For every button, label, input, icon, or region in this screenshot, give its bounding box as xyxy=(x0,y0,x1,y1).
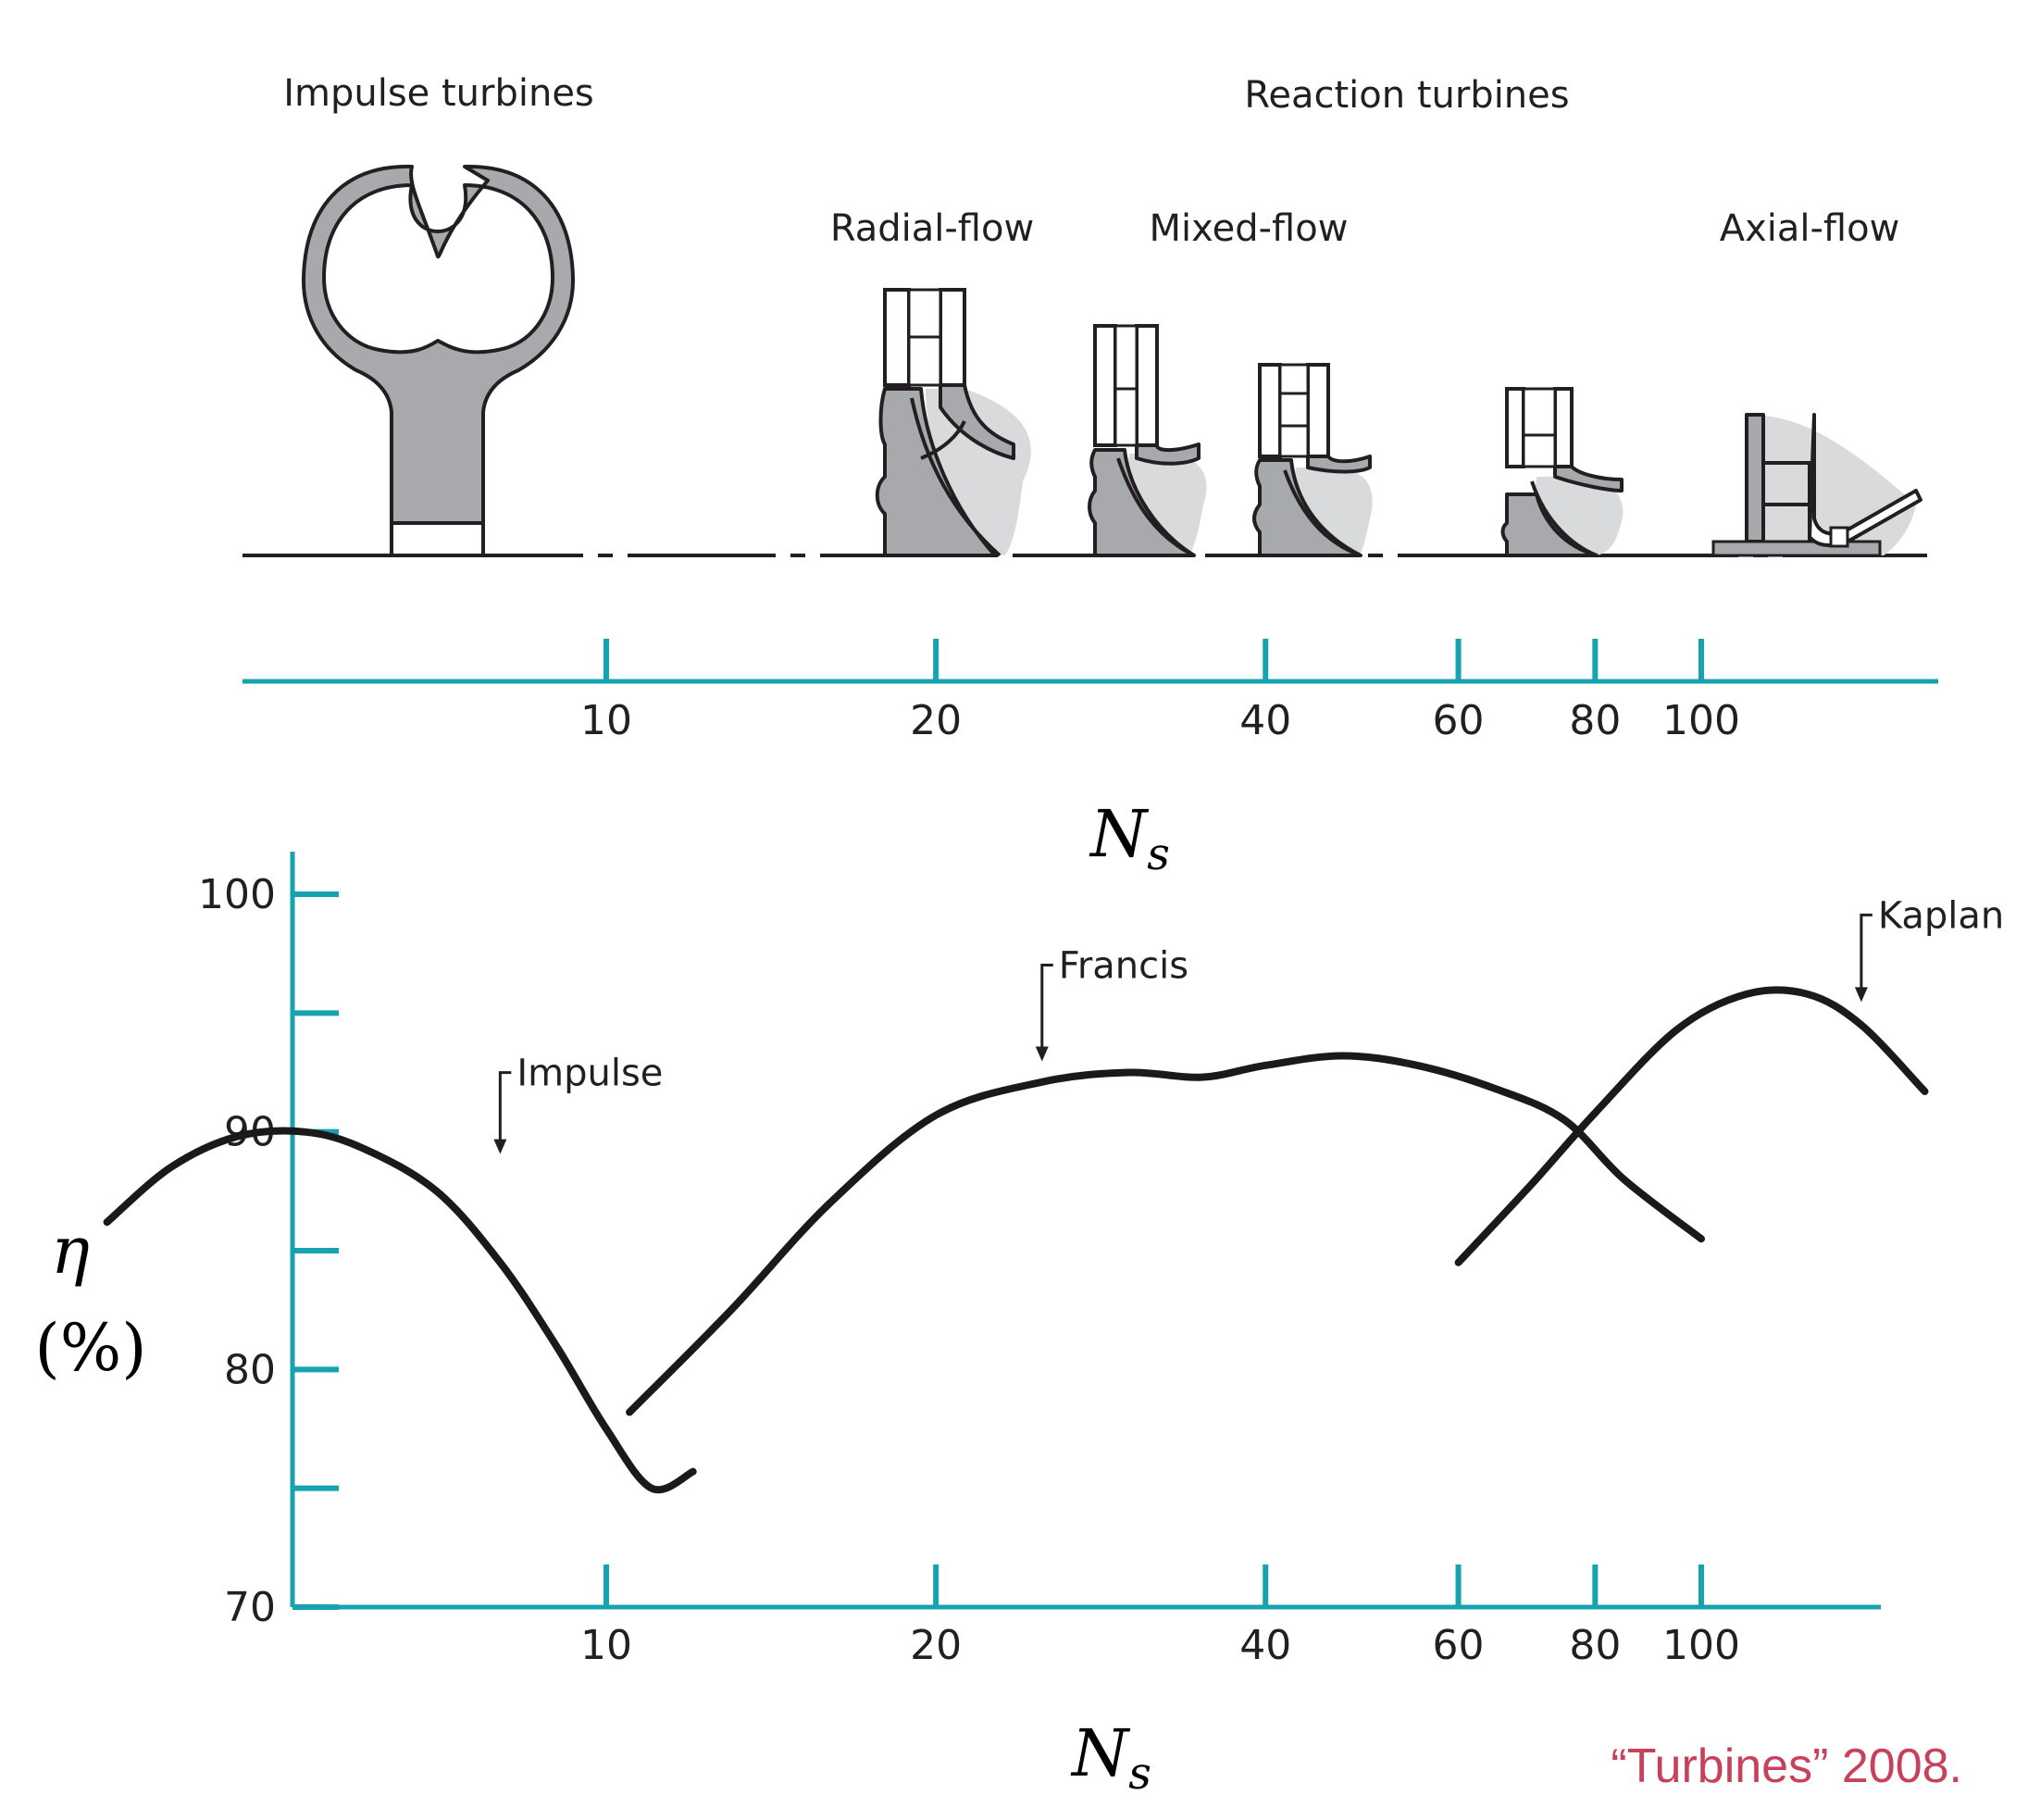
y-axis-ticks xyxy=(292,891,339,1610)
impulse-series-label: Impulse xyxy=(516,1053,663,1095)
x-axis-ticks xyxy=(603,1564,1704,1607)
impulse-callout: Impulse xyxy=(493,1053,663,1154)
y-tick-label: 70 xyxy=(224,1584,276,1631)
kaplan-curve xyxy=(1454,986,1929,1266)
source-credit: “Turbines” 2008. xyxy=(1611,1739,1962,1793)
kaplan-arrowhead xyxy=(1854,987,1868,1003)
axial-flow-runner-icon xyxy=(1711,413,1922,557)
x-axis-tick-labels: 10 20 40 60 80 100 xyxy=(580,1622,1740,1669)
x-tick-label: 100 xyxy=(1662,1622,1740,1669)
x-tick-label: 10 xyxy=(580,1622,632,1669)
x-tick-label: 40 xyxy=(1239,1622,1291,1669)
impulse-curve xyxy=(103,1127,697,1494)
reaction-turbines-title: Reaction turbines xyxy=(1244,74,1569,117)
top-tick-label: 40 xyxy=(1239,697,1291,744)
top-tick-label: 10 xyxy=(580,697,632,744)
y-axis-label-unit: (%) xyxy=(34,1310,146,1386)
mixed-flow-label: Mixed-flow xyxy=(1150,207,1349,250)
radial-flow-label: Radial-flow xyxy=(830,207,1034,250)
x-tick-label: 60 xyxy=(1433,1622,1485,1669)
impulse-arrowhead xyxy=(493,1139,507,1154)
top-axis-label-sub: s xyxy=(1147,829,1170,880)
francis-arrowhead xyxy=(1035,1046,1049,1062)
top-tick-label: 80 xyxy=(1569,697,1621,744)
y-tick-label: 100 xyxy=(198,871,276,918)
mixed-flow-runner-2-icon xyxy=(1252,363,1373,557)
x-tick-label: 80 xyxy=(1569,1622,1621,1669)
efficiency-chart: 70 80 90 100 10 20 40 60 80 100 Impulse xyxy=(34,852,2004,1800)
x-axis-label: Ns xyxy=(1070,1715,1151,1800)
top-ns-axis: 10 20 40 60 80 100 Ns xyxy=(243,639,1938,880)
mixed-flow-runner-1-icon xyxy=(1088,324,1207,557)
kaplan-callout: Kaplan xyxy=(1854,894,2004,1003)
top-tick-label: 20 xyxy=(910,697,962,744)
impulse-turbines-title: Impulse turbines xyxy=(283,72,594,115)
francis-callout-arrow xyxy=(1040,964,1053,1051)
top-axis-tick-labels: 10 20 40 60 80 100 xyxy=(580,697,1740,744)
y-tick-label: 80 xyxy=(224,1346,276,1393)
axial-flow-label: Axial-flow xyxy=(1720,207,1900,250)
top-axis-label: Ns xyxy=(1089,796,1170,880)
y-axis-label-symbol: η xyxy=(51,1213,90,1289)
kaplan-series-label: Kaplan xyxy=(1878,894,2004,937)
x-axis-label-sub: s xyxy=(1128,1748,1151,1800)
francis-series-label: Francis xyxy=(1059,945,1188,988)
pelton-wheel-icon xyxy=(301,164,576,557)
mixed-flow-runner-3-icon xyxy=(1500,387,1624,557)
top-tick-label: 100 xyxy=(1662,697,1740,744)
top-axis-ticks xyxy=(603,639,1704,681)
kaplan-callout-arrow xyxy=(1860,913,1872,991)
impulse-callout-arrow xyxy=(498,1071,512,1143)
series-layer xyxy=(103,986,1929,1494)
y-axis-tick-labels: 70 80 90 100 xyxy=(198,871,276,1631)
francis-callout: Francis xyxy=(1035,945,1188,1062)
radial-flow-runner-icon xyxy=(875,288,1031,557)
x-tick-label: 20 xyxy=(910,1622,962,1669)
top-tick-label: 60 xyxy=(1433,697,1485,744)
francis-curve xyxy=(626,1052,1705,1416)
top-axis-label-main: N xyxy=(1089,796,1150,872)
x-axis-label-main: N xyxy=(1070,1715,1131,1791)
